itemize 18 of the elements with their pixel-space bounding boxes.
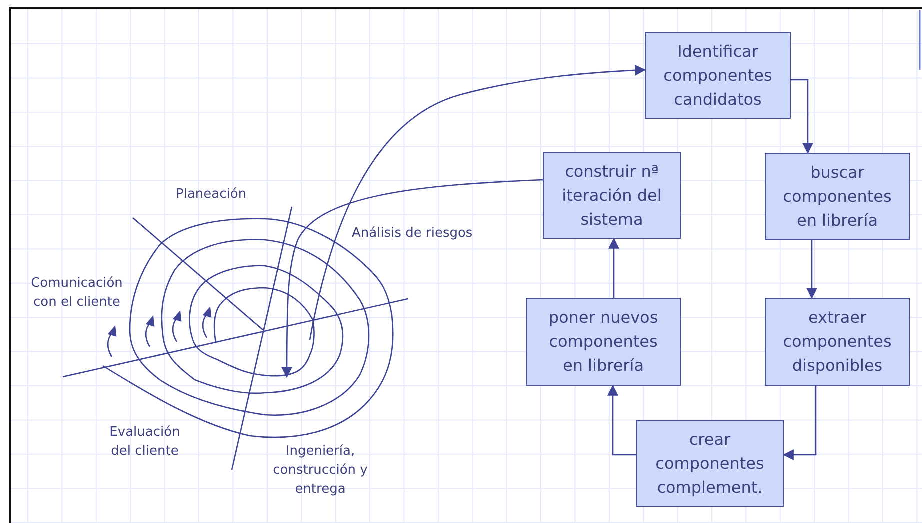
arrow (608, 384, 636, 456)
arrow (282, 179, 544, 378)
process-box: poner nuevos componentes en librería (526, 298, 681, 386)
arrow (782, 386, 817, 460)
arrow (791, 79, 814, 154)
process-box: extraer componentes disponibles (765, 298, 910, 386)
process-box: buscar componentes en librería (765, 153, 910, 240)
process-box: construir nª iteración del sistema (543, 152, 681, 239)
phase-label: Planeación (176, 186, 248, 204)
phase-label: Ingeniería, construcción y entrega (272, 443, 369, 499)
arrow (309, 64, 646, 340)
arrow (608, 238, 620, 298)
phase-label: Análisis de riesgos (352, 225, 474, 243)
arrow (806, 240, 818, 300)
phase-label: Comunicación con el cliente (30, 275, 124, 312)
process-box: Identificar componentes candidatos (645, 32, 791, 119)
process-box: crear componentes complement. (636, 420, 784, 507)
phase-label: Evaluación del cliente (108, 424, 182, 461)
